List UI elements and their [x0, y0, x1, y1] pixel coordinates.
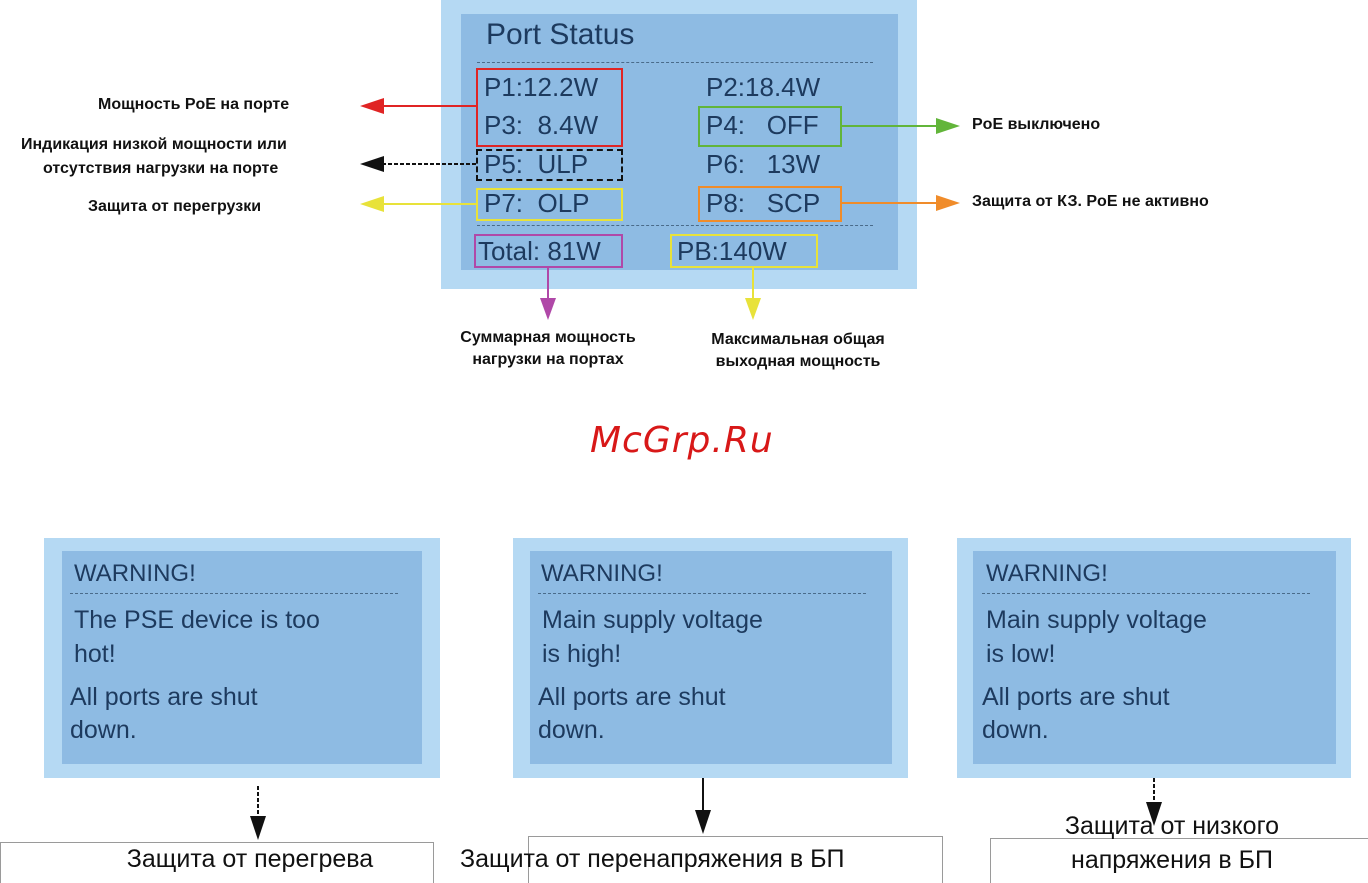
highlight-p8	[698, 186, 842, 222]
warning-line: is low!	[986, 640, 1056, 668]
warning-divider	[538, 593, 866, 594]
port-p6: P6: 13W	[706, 149, 821, 179]
warning-line: All ports are shut	[538, 683, 726, 711]
label-max-line2: выходная мощность	[715, 353, 881, 370]
highlight-p4	[698, 106, 842, 147]
caption-undervoltage-line2: напряжения в БП	[1071, 846, 1273, 874]
divider-bottom	[477, 225, 873, 226]
warning-line: down.	[538, 716, 605, 744]
warning-line: All ports are shut	[70, 683, 258, 711]
label-max-line1: Максимальная общая	[711, 331, 885, 348]
label-poe-off: PoE выключено	[972, 116, 1101, 133]
warning-line: down.	[70, 716, 137, 744]
warning-screen-overvoltage	[530, 551, 892, 764]
arrow-poe-off	[842, 118, 960, 134]
label-total-line2: нагрузки на портах	[472, 351, 624, 368]
warning-divider	[982, 593, 1310, 594]
port-status-screen	[461, 14, 898, 270]
watermark: McGrp.Ru	[590, 420, 774, 461]
warning-screen-undervoltage	[973, 551, 1336, 764]
arrow-warning-1	[250, 786, 266, 840]
port-p4: P4: OFF	[706, 110, 819, 140]
warning-line: All ports are shut	[982, 683, 1170, 711]
port-p2: P2:18.4W	[706, 72, 821, 102]
port-p8: P8: SCP	[706, 188, 821, 218]
arrow-poe-power	[360, 98, 476, 114]
power-budget: PB:140W	[677, 236, 787, 266]
warning-line: Main supply voltage	[542, 606, 763, 634]
arrow-warning-3	[1146, 778, 1162, 826]
highlight-p5	[476, 149, 623, 181]
label-poe-power: Мощность PoE на порте	[98, 96, 290, 113]
port-p5: P5: ULP	[484, 149, 589, 179]
label-total-line1: Суммарная мощность	[460, 329, 636, 346]
highlight-pb	[670, 234, 818, 268]
arrow-short-circuit	[842, 195, 960, 211]
warning-line: The PSE device is too	[74, 606, 320, 634]
arrow-low-power	[360, 156, 476, 172]
warning-title: WARNING!	[541, 560, 663, 587]
arrow-max-power	[745, 268, 761, 320]
port-p7: P7: OLP	[484, 188, 590, 218]
total-power: Total: 81W	[478, 236, 601, 266]
warning-line: down.	[982, 716, 1049, 744]
port-p3: P3: 8.4W	[484, 110, 599, 140]
caption-box-overheat	[0, 842, 434, 883]
warning-title: WARNING!	[986, 560, 1108, 587]
caption-overvoltage: Защита от перенапряжения в БП	[460, 845, 845, 873]
caption-overheat: Защита от перегрева	[126, 845, 374, 873]
warning-line: Main supply voltage	[986, 606, 1207, 634]
arrow-overload	[360, 196, 476, 212]
label-low-power-line1: Индикация низкой мощности или	[21, 136, 287, 153]
label-low-power-line2: отсутствия нагрузки на порте	[43, 160, 279, 177]
arrow-warning-2	[695, 778, 711, 834]
label-short-circuit: Защита от КЗ. PoE не активно	[972, 193, 1209, 210]
warning-title: WARNING!	[74, 560, 196, 587]
warning-line: hot!	[74, 640, 116, 668]
caption-box-overvoltage	[528, 836, 943, 883]
warning-line: is high!	[542, 640, 622, 668]
divider-top	[477, 62, 873, 63]
port-p1: P1:12.2W	[484, 72, 599, 102]
caption-undervoltage-line1: Защита от низкого	[1064, 812, 1280, 840]
highlight-total	[474, 234, 623, 268]
warning-divider	[70, 593, 398, 594]
warning-screen-overheat	[62, 551, 422, 764]
label-overload: Защита от перегрузки	[88, 198, 262, 215]
port-status-title: Port Status	[486, 18, 635, 51]
highlight-p1-p3	[476, 68, 623, 147]
highlight-p7	[476, 188, 623, 221]
caption-box-undervoltage	[990, 838, 1368, 883]
arrow-total	[540, 268, 556, 320]
